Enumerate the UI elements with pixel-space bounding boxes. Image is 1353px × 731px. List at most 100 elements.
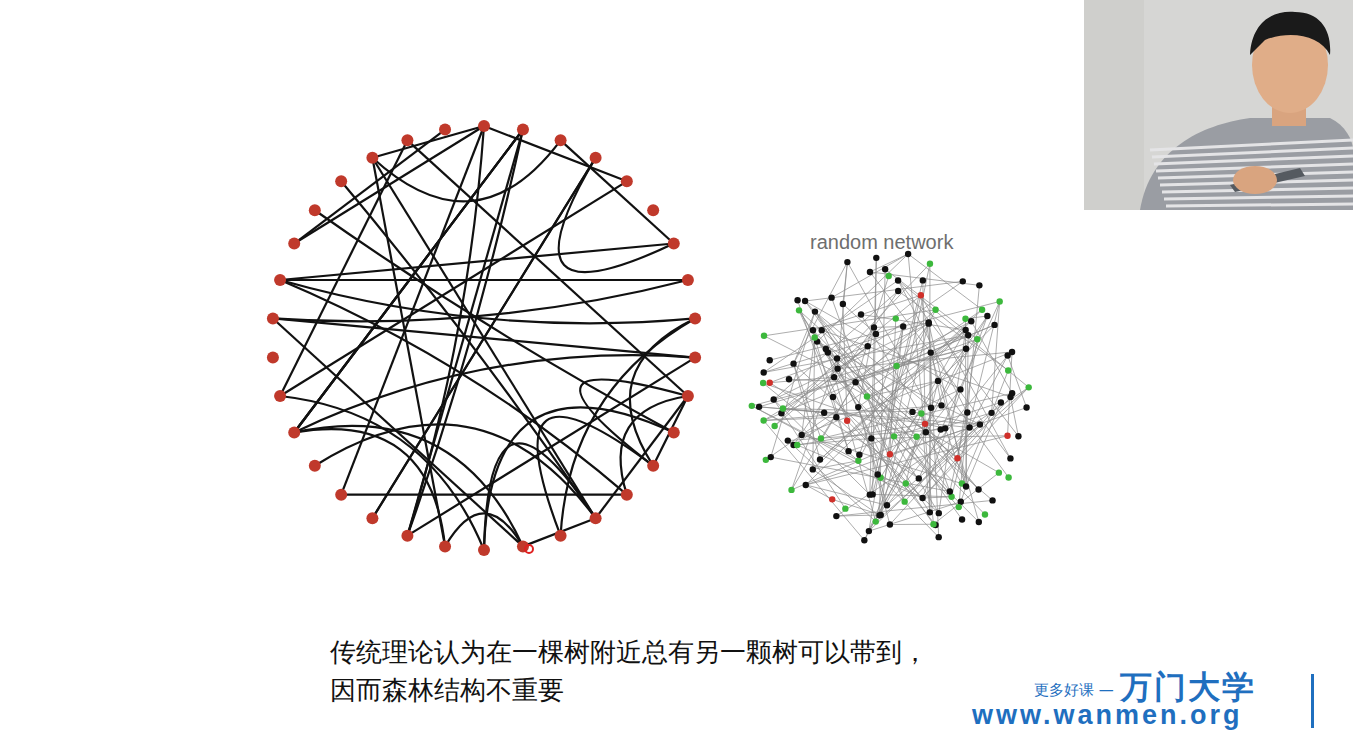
ring-edge [294, 130, 523, 433]
random-edge [799, 310, 912, 412]
random-edge [879, 432, 925, 515]
random-node [942, 425, 948, 431]
random-node [887, 451, 893, 457]
ring-node [555, 530, 567, 542]
random-edge [874, 326, 903, 328]
random-node [1015, 433, 1021, 439]
ring-edge [653, 396, 688, 466]
random-node [794, 297, 800, 303]
random-node [833, 414, 839, 420]
random-edge [898, 280, 1018, 436]
ring-edge [294, 130, 445, 244]
random-node [823, 346, 829, 352]
random-edge [859, 327, 903, 455]
ring-node [478, 544, 490, 556]
random-node [811, 334, 817, 340]
random-edge [770, 377, 834, 382]
random-node [928, 405, 934, 411]
ring-node [309, 460, 321, 472]
random-node [928, 349, 934, 355]
random-edge [887, 356, 1008, 506]
random-edge [926, 413, 992, 432]
random-node [984, 313, 990, 319]
random-node [834, 365, 840, 371]
ring-node [668, 238, 680, 250]
ring-node [267, 312, 279, 324]
random-edge [806, 485, 887, 505]
random-node [960, 278, 966, 284]
random-node [895, 277, 901, 283]
random-node [991, 322, 997, 328]
random-edge [926, 389, 961, 432]
random-node [771, 423, 777, 429]
random-node [844, 259, 850, 265]
ring-node [274, 390, 286, 402]
random-node [829, 496, 835, 502]
random-edge [881, 327, 903, 515]
random-edge [764, 377, 834, 420]
random-edge [806, 485, 832, 499]
random-node [876, 512, 882, 518]
random-node [982, 511, 988, 517]
random-node [760, 417, 766, 423]
ring-edge [523, 518, 596, 546]
ring-node [647, 204, 659, 216]
random-edge [797, 445, 922, 498]
random-node [760, 380, 766, 386]
watermark-bar [1311, 674, 1314, 728]
random-node [852, 379, 858, 385]
random-edge [870, 280, 923, 494]
random-node [803, 482, 809, 488]
random-node [893, 315, 899, 321]
ring-edge [559, 158, 674, 272]
random-edge [764, 417, 837, 420]
random-node [790, 360, 796, 366]
random-node [935, 378, 941, 384]
random-node [989, 497, 995, 503]
random-node [831, 374, 837, 380]
random-node [895, 288, 901, 294]
random-edge [802, 352, 1012, 435]
ring-node [590, 512, 602, 524]
ring-edge [315, 424, 596, 518]
random-node [817, 456, 823, 462]
random-node [964, 409, 970, 415]
random-node [858, 311, 864, 317]
random-edge [898, 280, 1029, 387]
ring-edge [273, 318, 695, 357]
ring-node [555, 134, 567, 146]
random-edge [792, 432, 926, 490]
random-edge [898, 291, 1008, 370]
ring-node [401, 134, 413, 146]
ring-edge [580, 379, 688, 465]
random-node [871, 324, 877, 330]
random-node [812, 308, 818, 314]
random-node [861, 537, 867, 543]
random-edge [806, 330, 966, 485]
ring-edge [280, 280, 627, 495]
random-node [916, 475, 922, 481]
random-edge [890, 524, 934, 525]
ring-node [274, 274, 286, 286]
random-edge [1010, 397, 1018, 436]
random-edge [832, 254, 909, 298]
random-edge [867, 381, 938, 397]
random-node [956, 504, 962, 510]
webcam-inset [1084, 0, 1353, 210]
random-edge [847, 421, 922, 498]
random-node [1009, 349, 1015, 355]
ring-node [267, 352, 279, 364]
random-node [974, 336, 980, 342]
subtitle-line: 因而森林结构不重要 [330, 675, 564, 706]
random-node [855, 404, 861, 410]
random-node [855, 457, 861, 463]
random-node [920, 277, 926, 283]
random-node [922, 421, 928, 427]
random-node [842, 505, 848, 511]
random-edge [908, 254, 982, 310]
random-node [749, 403, 755, 409]
random-node [936, 510, 942, 516]
random-node [768, 454, 774, 460]
